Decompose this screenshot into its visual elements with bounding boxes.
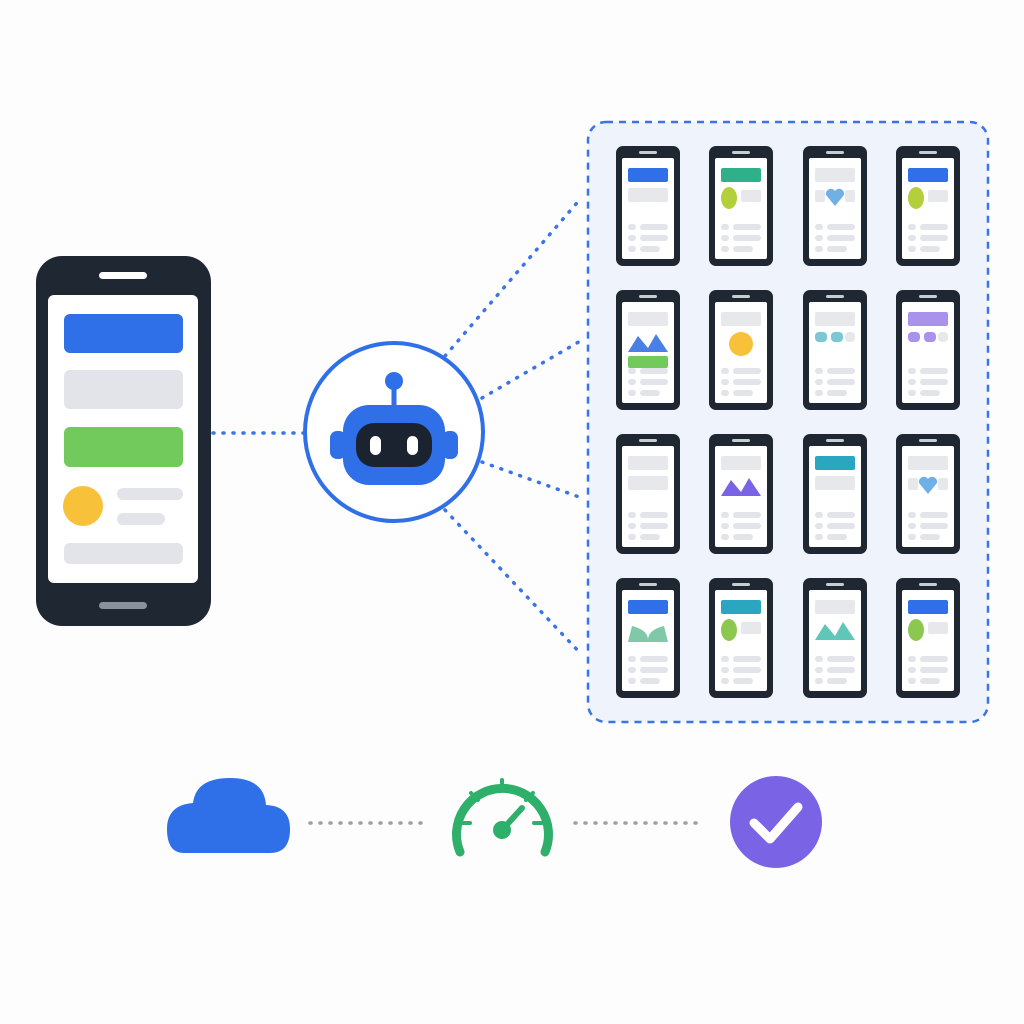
variant-phone (709, 290, 773, 410)
variant-phone (709, 578, 773, 698)
checkmark-icon (730, 776, 822, 868)
variant-image (729, 332, 753, 356)
screen-header-bar (64, 314, 183, 353)
source-phone (36, 256, 211, 626)
screen-avatar (63, 486, 103, 526)
variant-phone (896, 434, 960, 554)
variant-image (908, 619, 924, 641)
variant-header (908, 600, 948, 614)
variant-phone (896, 578, 960, 698)
variant-phone (896, 146, 960, 266)
variant-image (908, 332, 920, 342)
variant-phone (709, 434, 773, 554)
variant-image (918, 476, 938, 494)
cloud-icon (167, 778, 290, 853)
variant-phone (803, 146, 867, 266)
variant-header (721, 600, 761, 614)
fan-out-connectors (443, 195, 584, 657)
variant-header (908, 456, 948, 470)
screen-text-line (117, 488, 183, 500)
screen-placeholder-bar (64, 370, 183, 409)
variant-image (908, 187, 924, 209)
variant-header (721, 312, 761, 326)
screen-green-banner (64, 427, 183, 467)
screen-text-line (117, 513, 165, 525)
variant-header (815, 168, 855, 182)
variant-image (721, 478, 761, 496)
generator (303, 341, 485, 523)
variant-phone (803, 434, 867, 554)
screen-footer-bar (64, 543, 183, 564)
variant-image (628, 334, 668, 352)
robot-icon (330, 372, 458, 485)
pipeline (167, 776, 822, 868)
variant-image (815, 622, 855, 640)
variant-header (908, 312, 948, 326)
variant-phone (709, 146, 773, 266)
connector-line (480, 460, 584, 500)
connector-line (443, 508, 584, 657)
variant-header (721, 168, 761, 182)
variant-phone (803, 578, 867, 698)
variant-image (825, 188, 845, 206)
variant-phone (616, 290, 680, 410)
connector-line (480, 338, 584, 400)
variant-image (721, 187, 737, 209)
variant-phone (896, 290, 960, 410)
variants-grid (616, 146, 960, 698)
phone-home-bar (99, 602, 147, 609)
variant-phone (803, 290, 867, 410)
variant-phone (616, 578, 680, 698)
variant-image (721, 619, 737, 641)
variant-phone (616, 434, 680, 554)
variants-panel (586, 120, 990, 724)
variant-header (628, 312, 668, 326)
variant-header (721, 456, 761, 470)
variant-image (628, 626, 668, 642)
connector-line (443, 195, 584, 358)
variant-header (628, 168, 668, 182)
speedometer-icon (452, 778, 553, 857)
variant-header (815, 456, 855, 470)
variant-header (628, 456, 668, 470)
variant-image (815, 332, 827, 342)
variant-header (628, 600, 668, 614)
variant-header (815, 600, 855, 614)
phone-speaker (99, 272, 147, 279)
variant-header (908, 168, 948, 182)
variant-header (815, 312, 855, 326)
variant-phone (616, 146, 680, 266)
